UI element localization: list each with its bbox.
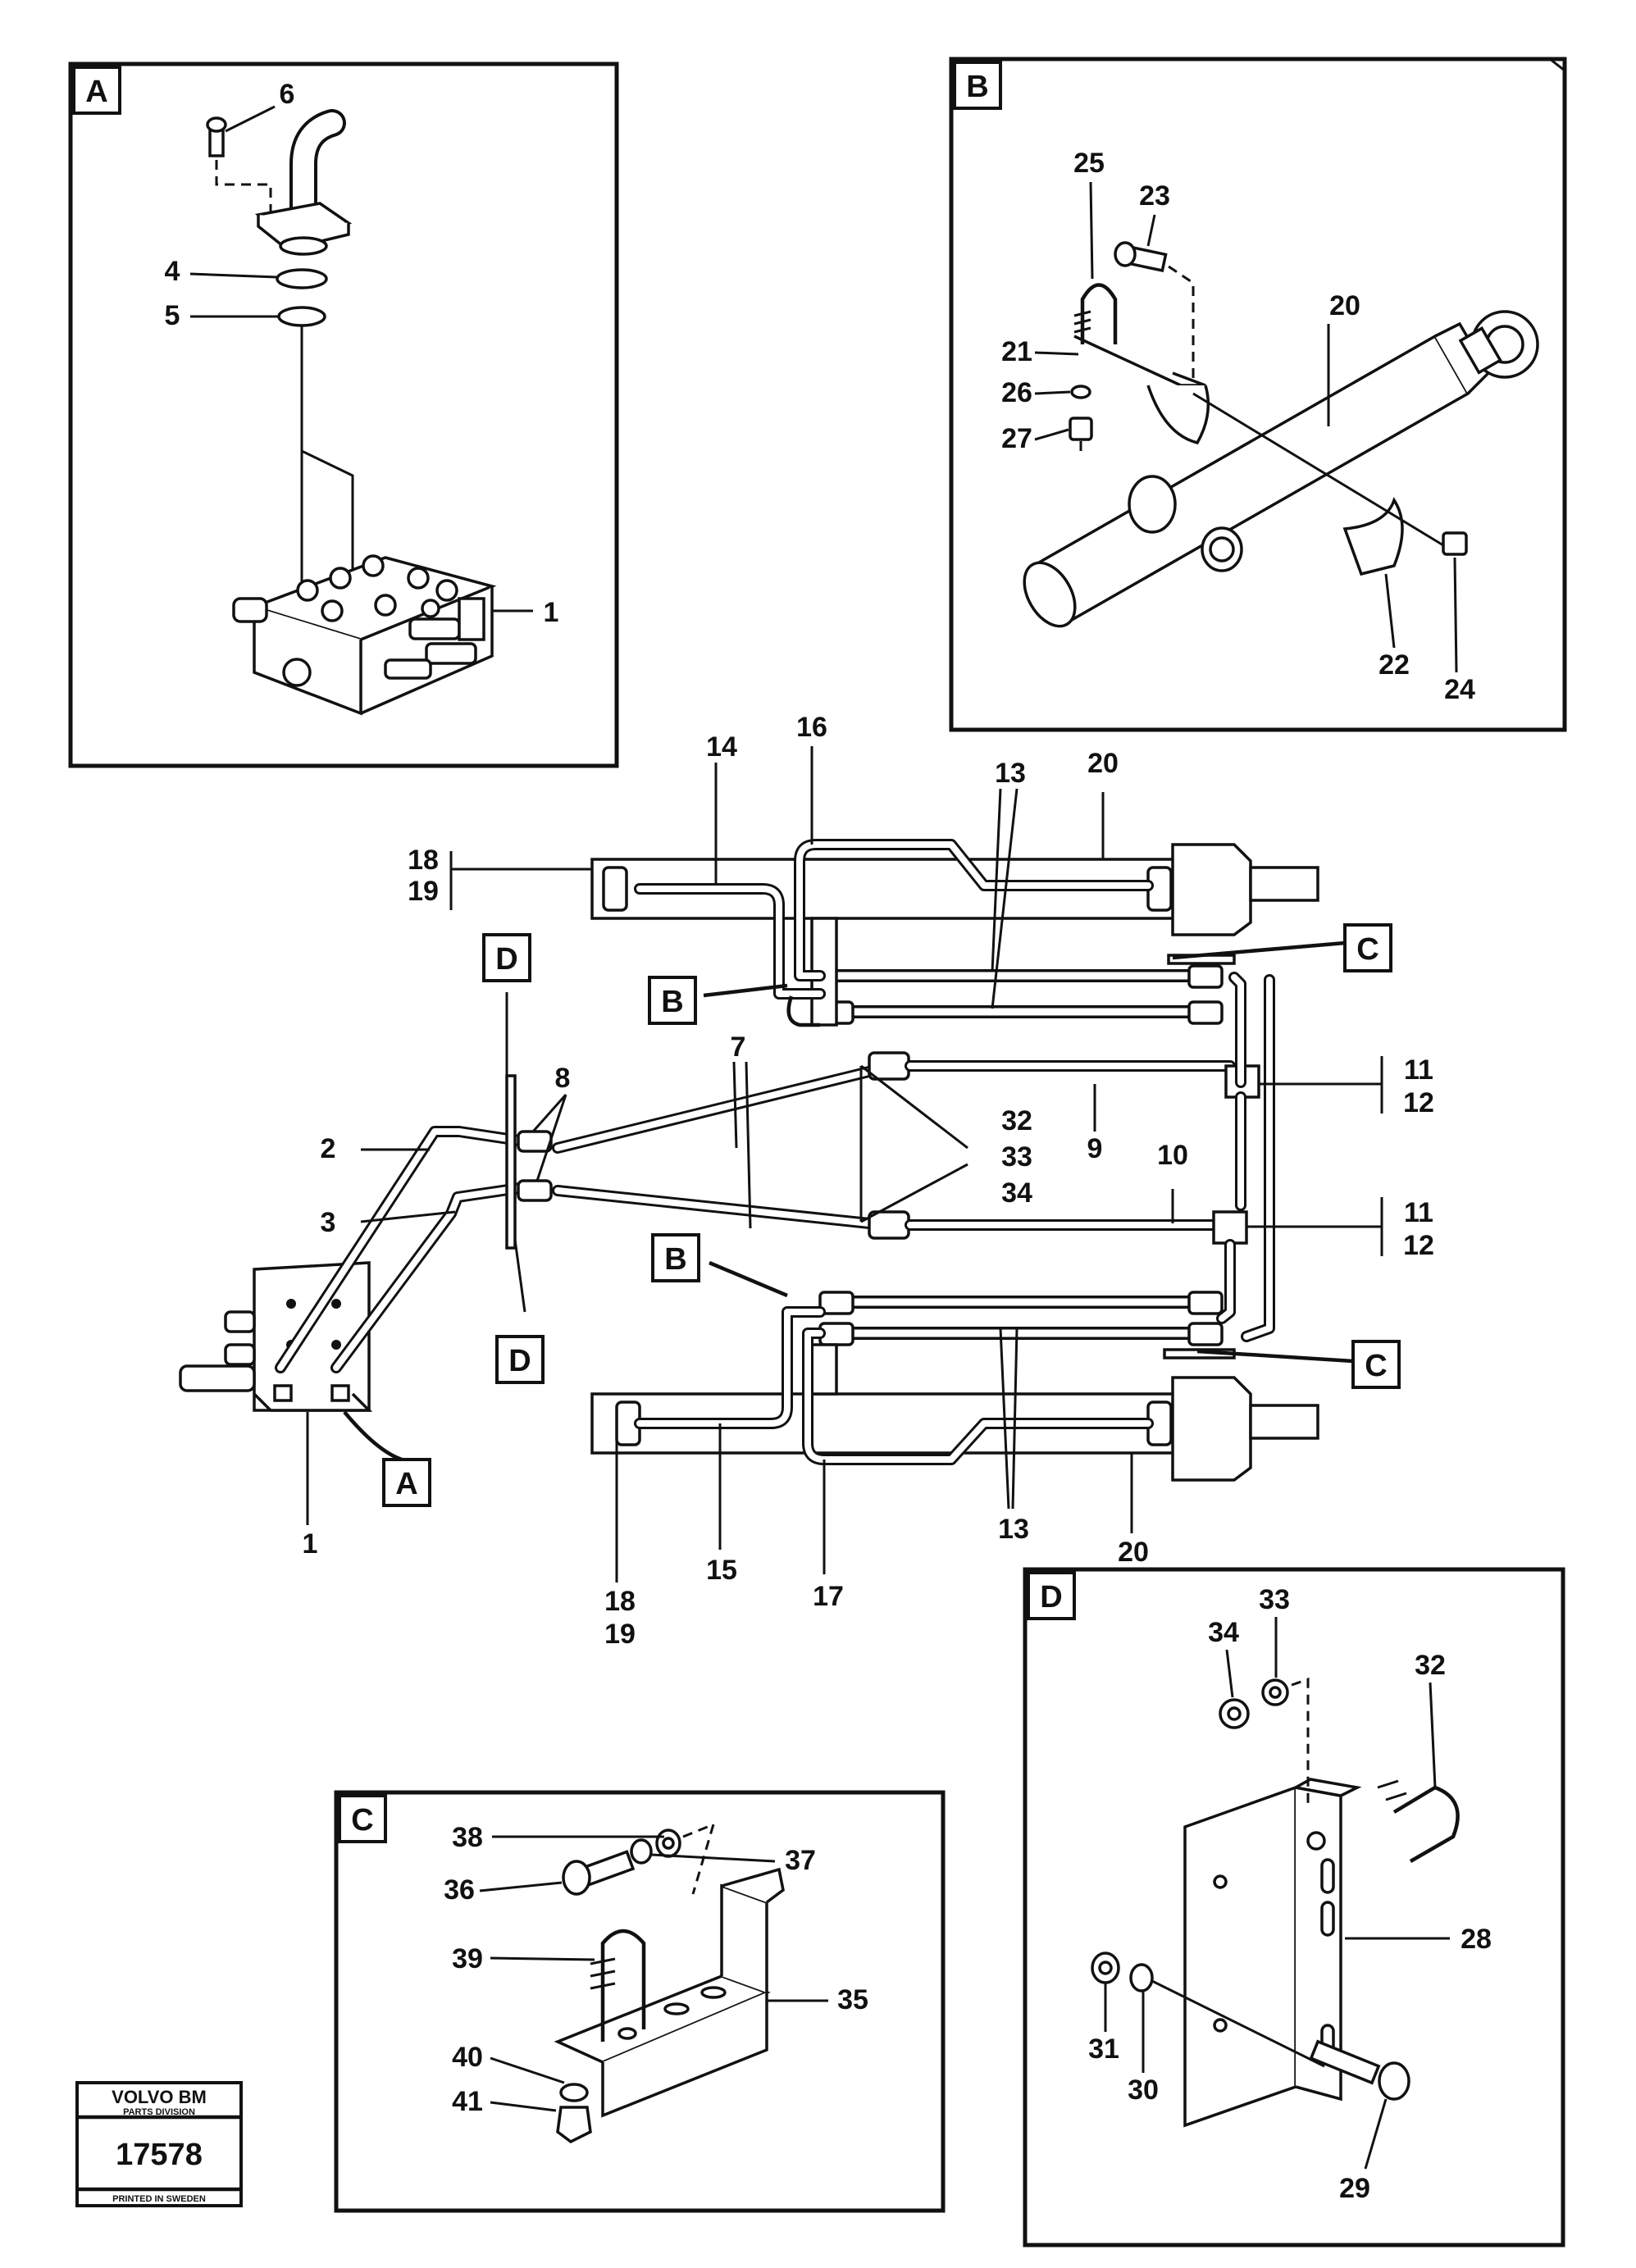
ref-b-top: B bbox=[661, 985, 683, 1019]
callout-33: 33 bbox=[1259, 1584, 1290, 1615]
callout-2: 2 bbox=[321, 1133, 336, 1164]
callout-32: 32 bbox=[1415, 1650, 1446, 1681]
bolt-icon bbox=[1309, 2039, 1410, 2101]
callout-13-bottom: 13 bbox=[998, 1514, 1029, 1545]
mounting-bracket-icon bbox=[1183, 1778, 1362, 2128]
callout-31: 31 bbox=[1088, 2033, 1119, 2065]
callout-19-bottom: 19 bbox=[604, 1619, 636, 1650]
callout-14: 14 bbox=[706, 731, 737, 763]
callout-20-top: 20 bbox=[1087, 748, 1119, 779]
callout-26: 26 bbox=[1001, 377, 1032, 408]
callout-39: 39 bbox=[452, 1943, 483, 1974]
callout-20-panel-b: 20 bbox=[1329, 290, 1360, 321]
callout-18-bottom: 18 bbox=[604, 1586, 636, 1617]
callout-16: 16 bbox=[796, 712, 827, 743]
callout-8: 8 bbox=[555, 1063, 571, 1094]
ref-b-bottom: B bbox=[664, 1242, 686, 1277]
callout-40: 40 bbox=[452, 2042, 483, 2073]
ref-c-top: C bbox=[1356, 932, 1379, 967]
callout-11-a: 11 bbox=[1404, 1054, 1433, 1086]
callout-25: 25 bbox=[1073, 148, 1105, 179]
callout-12-a: 12 bbox=[1403, 1087, 1434, 1118]
callout-36: 36 bbox=[444, 1874, 475, 1906]
callout-7: 7 bbox=[731, 1032, 746, 1063]
washer-icon bbox=[559, 2083, 589, 2102]
callout-10: 10 bbox=[1157, 1140, 1188, 1171]
o-ring-icon bbox=[277, 306, 326, 327]
callout-4: 4 bbox=[165, 256, 180, 287]
callout-33-main: 33 bbox=[1001, 1141, 1032, 1173]
mounting-bracket-icon bbox=[554, 1867, 785, 2118]
callout-34: 34 bbox=[1208, 1617, 1239, 1648]
detail-panel-d: D 34 33 bbox=[1023, 1567, 1565, 2248]
bolt-icon bbox=[206, 116, 227, 157]
callout-37: 37 bbox=[785, 1845, 816, 1876]
callout-1: 1 bbox=[544, 597, 559, 628]
ref-d-top: D bbox=[495, 942, 517, 977]
callout-20-bottom: 20 bbox=[1118, 1537, 1149, 1568]
panel-c-label: C bbox=[351, 1803, 373, 1838]
callout-17: 17 bbox=[813, 1581, 844, 1612]
callout-30: 30 bbox=[1128, 2074, 1159, 2106]
main-assembly: D D B B C C A 14 16 13 20 18 19 8 7 2 3 … bbox=[179, 712, 1434, 1650]
logo-number: 17578 bbox=[116, 2138, 203, 2172]
callout-32-main: 32 bbox=[1001, 1105, 1032, 1136]
volvo-bm-logo: VOLVO BM PARTS DIVISION 17578 PRINTED IN… bbox=[75, 2081, 243, 2207]
o-ring-icon bbox=[276, 268, 328, 289]
callout-27: 27 bbox=[1001, 423, 1032, 454]
bolt-icon bbox=[1114, 241, 1168, 273]
callout-1-main: 1 bbox=[303, 1528, 318, 1560]
control-valve-main bbox=[179, 1261, 373, 1412]
hydraulic-cylinder-icon bbox=[1023, 310, 1539, 628]
callout-9: 9 bbox=[1087, 1133, 1103, 1164]
callout-22: 22 bbox=[1379, 649, 1410, 681]
callout-5: 5 bbox=[165, 300, 180, 331]
control-valve-block bbox=[232, 554, 497, 716]
nut-icon bbox=[556, 2106, 592, 2144]
ref-d-bottom: D bbox=[508, 1344, 531, 1378]
callout-18-top: 18 bbox=[408, 845, 439, 876]
callout-34-main: 34 bbox=[1001, 1177, 1032, 1209]
logo-printed: PRINTED IN SWEDEN bbox=[112, 2194, 206, 2204]
washer-icon bbox=[630, 1838, 653, 1865]
callout-19-top: 19 bbox=[408, 876, 439, 907]
logo-division: PARTS DIVISION bbox=[123, 2107, 195, 2117]
callout-38: 38 bbox=[452, 1822, 483, 1853]
callout-35: 35 bbox=[837, 1984, 868, 2015]
bolt-icon bbox=[562, 1850, 636, 1896]
callout-3: 3 bbox=[321, 1207, 336, 1238]
callout-24: 24 bbox=[1444, 674, 1475, 705]
logo-brand: VOLVO BM bbox=[112, 2087, 207, 2107]
detail-panel-a: A bbox=[68, 61, 619, 768]
callout-15: 15 bbox=[706, 1555, 737, 1586]
washer-icon bbox=[1129, 1963, 1154, 1992]
callout-6: 6 bbox=[280, 79, 295, 110]
callout-12-b: 12 bbox=[1403, 1230, 1434, 1261]
panel-d-label: D bbox=[1040, 1580, 1062, 1614]
detail-panel-b: B 25 bbox=[949, 57, 1567, 732]
panel-a-label: A bbox=[85, 75, 107, 109]
callout-21: 21 bbox=[1001, 336, 1032, 367]
callout-11-b: 11 bbox=[1404, 1197, 1433, 1228]
ref-a: A bbox=[395, 1467, 417, 1501]
callout-13-top: 13 bbox=[995, 758, 1026, 789]
panel-b-label: B bbox=[966, 70, 988, 104]
callout-23: 23 bbox=[1139, 180, 1170, 212]
callout-28: 28 bbox=[1461, 1924, 1492, 1955]
detail-panel-c: C 38 37 36 39 bbox=[334, 1790, 946, 2213]
callout-41: 41 bbox=[452, 2086, 483, 2117]
callout-29: 29 bbox=[1339, 2173, 1370, 2204]
ref-c-bottom: C bbox=[1365, 1349, 1387, 1383]
